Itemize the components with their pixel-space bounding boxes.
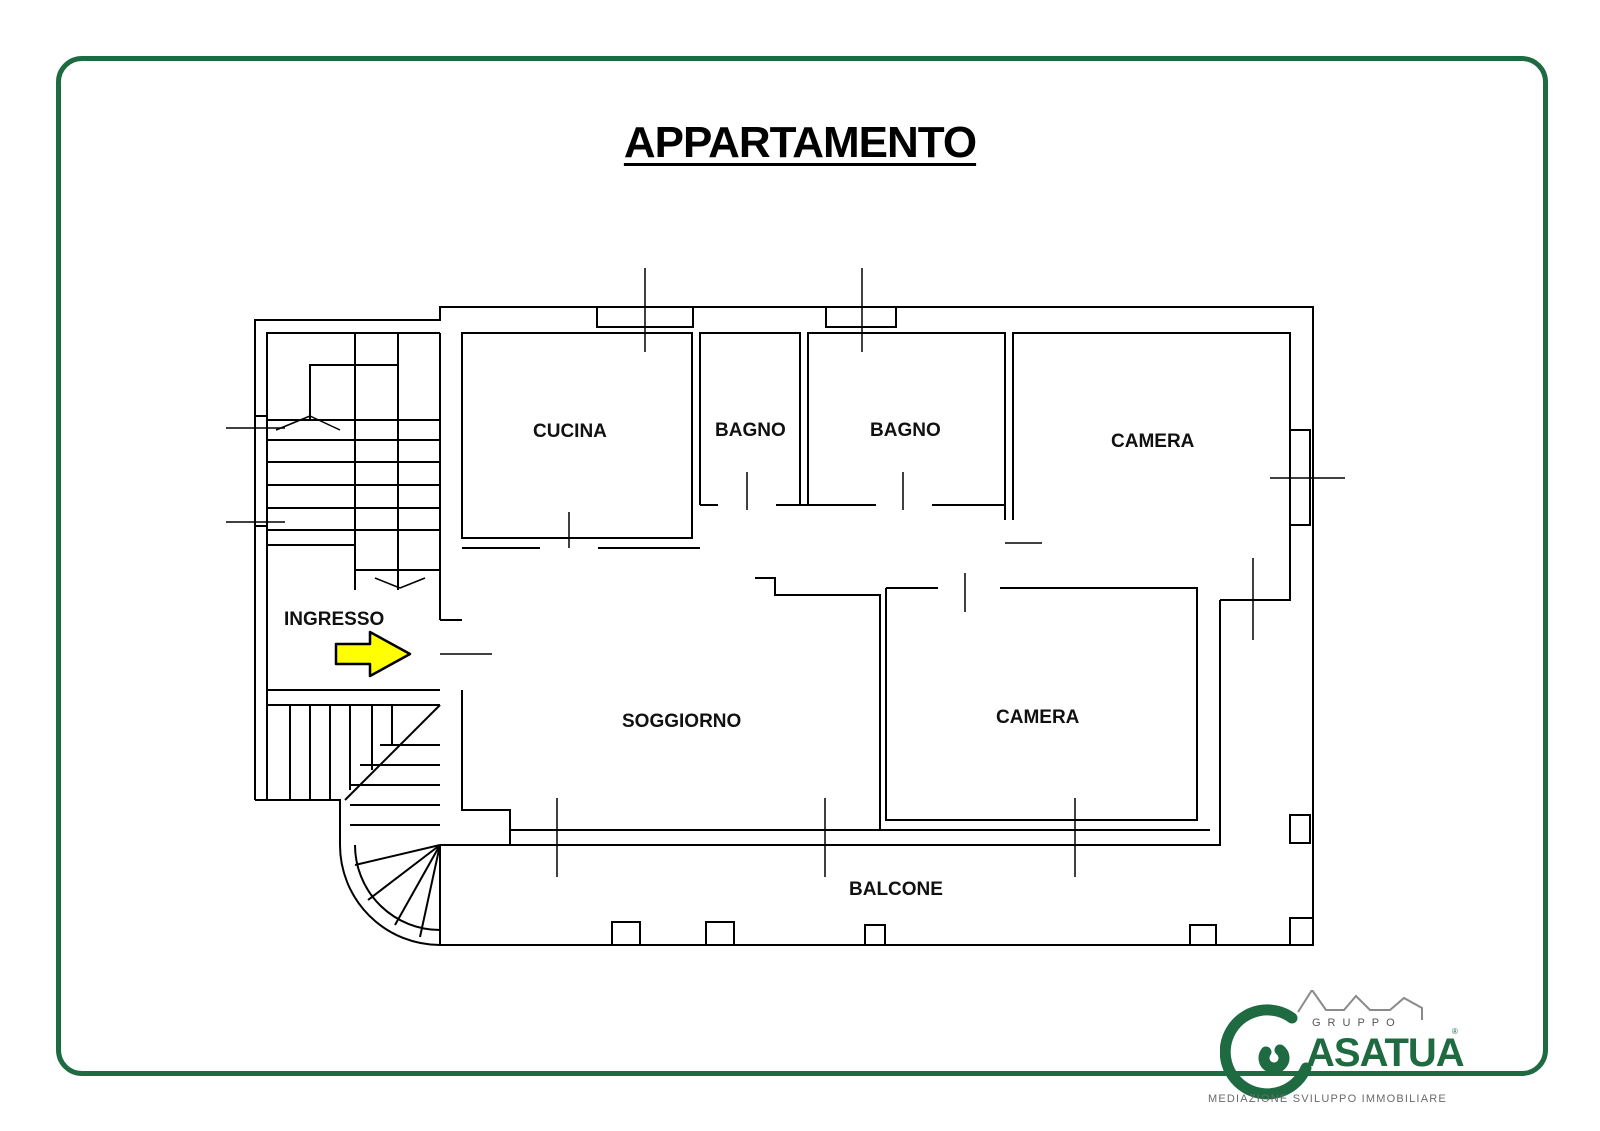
window	[254, 415, 268, 527]
logo-tagline: MEDIAZIONE SVILUPPO IMMOBILIARE	[1208, 1093, 1447, 1105]
logo-registered-mark: ®	[1452, 1027, 1458, 1036]
window-and-door-marks	[226, 268, 1345, 877]
stair-line	[367, 844, 441, 901]
stair-arrow	[309, 415, 341, 431]
room-label-camera-2: CAMERA	[996, 707, 1080, 728]
bagno-1-walls	[699, 332, 801, 505]
room-label-bagno-2: BAGNO	[870, 420, 941, 441]
outer-wall-top	[254, 306, 1314, 800]
room-label-bagno-1: BAGNO	[715, 420, 786, 441]
logo-group-text: GRUPPO	[1312, 1017, 1402, 1029]
stair-line	[394, 844, 441, 926]
spiral-stair	[354, 844, 441, 931]
balcone-pillar	[1289, 917, 1314, 946]
balcone-pillar	[1289, 814, 1311, 844]
logo-brand-text: ASATUA	[1306, 1031, 1464, 1075]
stair-arrow	[275, 415, 311, 431]
page-title: APPARTAMENTO	[623, 118, 977, 167]
spiral-stair	[339, 844, 441, 946]
balcone-pillar	[1189, 924, 1217, 946]
balcone-pillar	[705, 921, 735, 946]
room-label-cucina: CUCINA	[533, 421, 607, 442]
window	[825, 306, 897, 328]
cucina-walls	[461, 332, 693, 539]
balcone-pillar	[611, 921, 641, 946]
walls	[254, 306, 1314, 946]
spiral-stair-wall	[255, 799, 341, 845]
ingresso-walls	[266, 544, 356, 690]
camera-2-walls	[885, 587, 1198, 821]
soggiorno-partition	[755, 577, 881, 830]
stair-line	[354, 844, 441, 866]
logo-roofline-icon	[1297, 990, 1423, 1020]
room-label-ingresso: INGRESSO	[284, 609, 384, 630]
soggiorno-left-wall	[440, 690, 511, 846]
stair-arrow	[399, 577, 426, 589]
room-label-soggiorno: SOGGIORNO	[622, 711, 741, 732]
stair-line	[419, 844, 441, 938]
balcone-pillar	[864, 924, 886, 946]
room-label-camera-1: CAMERA	[1111, 431, 1195, 452]
room-label-balcone: BALCONE	[849, 879, 943, 900]
page-frame	[56, 56, 1548, 1076]
bagno-2-walls	[807, 332, 1006, 520]
logo-c-swirl-icon	[1220, 1004, 1312, 1100]
camera-1-walls	[1012, 332, 1291, 601]
company-logo: GRUPPO ASATUA ®	[1220, 990, 1465, 1100]
corridor-wall	[1210, 600, 1221, 846]
stair-arrow	[374, 577, 401, 589]
right-arrow-icon	[334, 630, 412, 678]
